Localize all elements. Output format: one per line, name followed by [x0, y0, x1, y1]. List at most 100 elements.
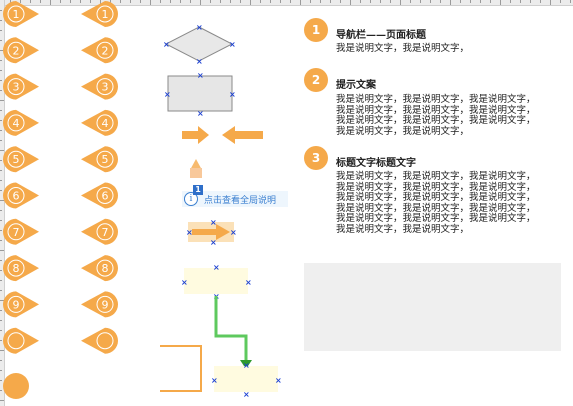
left-marker-11[interactable]	[3, 373, 29, 399]
right-marker-shape	[81, 109, 119, 136]
placeholder-panel	[304, 263, 561, 351]
right-marker-3[interactable]: 3	[81, 73, 118, 100]
left-marker-5[interactable]: 5	[3, 146, 40, 173]
svg-text:×: ×	[181, 278, 188, 287]
right-marker-shape	[81, 37, 118, 64]
right-marker-ring	[96, 223, 114, 241]
left-ruler	[0, 0, 5, 406]
left-marker-label: 1	[13, 8, 20, 21]
right-marker-ring	[96, 41, 114, 59]
right-marker-shape	[81, 182, 118, 209]
highlight-arrow-shape[interactable]: × × × ×	[186, 218, 237, 247]
right-marker-10[interactable]	[81, 327, 118, 354]
left-marker-10[interactable]	[3, 327, 40, 354]
right-marker-6[interactable]: 6	[81, 182, 118, 209]
left-marker-ring	[7, 5, 25, 23]
right-marker-8[interactable]: 8	[81, 255, 118, 282]
right-marker-4[interactable]: 4	[81, 109, 119, 136]
right-marker-shape	[81, 73, 118, 100]
right-marker-label: 8	[102, 262, 109, 275]
section-body-1: 我是说明文字，我是说明文字，	[336, 43, 470, 54]
right-marker-label: 1	[102, 8, 109, 21]
rectangle-shape[interactable]: × × × ×	[164, 71, 236, 118]
right-marker-shape	[81, 255, 118, 282]
left-marker-1[interactable]: 1	[3, 1, 39, 27]
right-marker-ring	[96, 259, 114, 277]
right-marker-2[interactable]: 2	[81, 37, 118, 64]
hint-badge: 1	[193, 185, 203, 195]
left-marker-2[interactable]: 2	[3, 37, 40, 64]
right-marker-label: 9	[102, 298, 109, 311]
svg-text:×: ×	[210, 218, 217, 227]
section-body-2: 我是说明文字，我是说明文字，我是说明文字， 我是说明文字，我是说明文字，我是说明…	[336, 94, 536, 137]
section-body-3: 我是说明文字，我是说明文字，我是说明文字， 我是说明文字，我是说明文字，我是说明…	[336, 171, 536, 235]
right-marker-ring	[96, 150, 114, 168]
left-marker-4[interactable]: 4	[2, 109, 40, 136]
right-marker-5[interactable]: 5	[81, 146, 118, 173]
right-marker-ring	[96, 187, 114, 204]
svg-text:×: ×	[243, 390, 250, 399]
left-marker-column: 1 2 3 4 5 6 7 8 9	[2, 1, 40, 399]
arrow-right-shape[interactable]	[182, 126, 209, 144]
right-marker-1[interactable]: 1	[81, 1, 118, 27]
global-help-label: 点击查看全局说明	[204, 195, 277, 206]
bracket-shape[interactable]	[160, 345, 202, 392]
pin-shape[interactable]	[190, 159, 202, 178]
svg-text:×: ×	[243, 361, 250, 370]
section-title-3: 标题文字标题文字	[336, 158, 416, 169]
right-marker-ring	[96, 114, 114, 132]
top-ruler	[0, 0, 573, 6]
section-number-3: 3	[304, 146, 328, 170]
svg-text:×: ×	[186, 228, 193, 237]
section-number-2: 2	[304, 68, 328, 92]
global-help-link[interactable]: i 点击查看全局说明	[182, 191, 288, 207]
left-marker-6[interactable]: 6	[3, 182, 40, 209]
right-marker-label: 6	[102, 190, 109, 203]
arrow-left-shape[interactable]	[222, 126, 263, 144]
svg-text:×: ×	[163, 40, 170, 49]
left-marker-ring	[7, 187, 25, 204]
svg-text:×: ×	[230, 228, 237, 237]
right-marker-shape	[81, 291, 118, 318]
left-marker-label: 9	[13, 298, 20, 311]
left-marker-ring	[7, 295, 25, 313]
right-marker-9[interactable]: 9	[81, 291, 118, 318]
section-title-2: 提示文案	[336, 80, 376, 91]
right-marker-7[interactable]: 7	[81, 218, 118, 245]
left-marker-8[interactable]: 8	[3, 255, 40, 282]
svg-text:×: ×	[197, 71, 204, 80]
left-marker-ring	[7, 78, 25, 96]
right-marker-label: 3	[102, 81, 109, 94]
left-marker-ring	[7, 332, 25, 350]
right-marker-ring	[96, 332, 114, 350]
note-box-bottom[interactable]: × × × ×	[211, 361, 282, 399]
left-marker-label: 2	[13, 44, 20, 57]
right-marker-ring	[96, 5, 114, 23]
left-marker-ring	[7, 223, 25, 241]
svg-text:×: ×	[210, 238, 217, 247]
svg-text:×: ×	[196, 23, 203, 32]
connector-line[interactable]	[214, 296, 252, 369]
left-marker-ring	[7, 41, 25, 59]
note-box-top[interactable]: × × × ×	[181, 263, 252, 301]
left-marker-9[interactable]: 9	[3, 291, 40, 318]
left-marker-3[interactable]: 3	[3, 73, 40, 100]
right-marker-ring	[96, 78, 114, 96]
section-number-1: 1	[304, 18, 328, 42]
left-marker-label: 5	[13, 153, 20, 166]
right-marker-label: 2	[102, 44, 109, 57]
right-marker-shape	[81, 146, 118, 173]
svg-text:×: ×	[229, 90, 236, 99]
right-marker-label: 4	[102, 117, 109, 130]
right-marker-shape	[81, 327, 118, 354]
section-title-1: 导航栏——页面标题	[336, 30, 426, 41]
svg-text:×: ×	[197, 109, 204, 118]
right-marker-label: 7	[102, 226, 109, 239]
svg-text:×: ×	[213, 263, 220, 272]
svg-text:×: ×	[229, 40, 236, 49]
svg-text:×: ×	[196, 57, 203, 66]
svg-text:×: ×	[245, 278, 252, 287]
diamond-shape[interactable]: × × × ×	[163, 23, 236, 66]
left-marker-7[interactable]: 7	[3, 218, 40, 245]
